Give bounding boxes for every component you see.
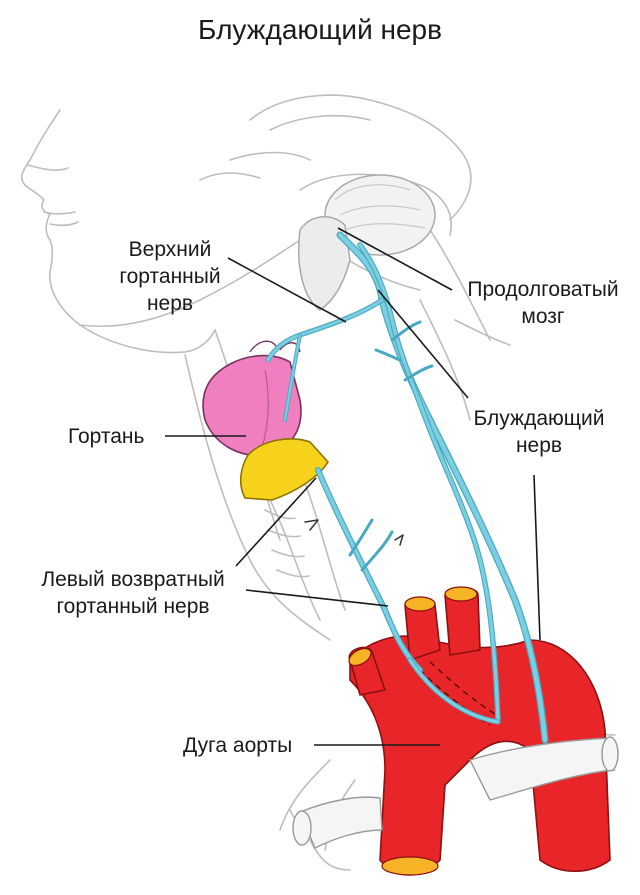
thyroid-cartilage — [239, 438, 329, 501]
label-line: Левый возвратный — [41, 568, 225, 591]
leader-recurrent-lower — [245, 589, 389, 607]
label-line: нерв — [515, 434, 563, 457]
label-medulla-oblongata: Продолговатый мозг — [450, 276, 636, 330]
nerves — [265, 231, 549, 744]
label-line: Блуждающий — [473, 407, 605, 430]
vessel-opening — [444, 586, 478, 602]
vessel-opening — [348, 647, 372, 667]
label-aortic-arch: Дуга аорты — [183, 734, 293, 757]
medulla-oblongata-shape — [297, 174, 436, 311]
leader-lines — [165, 227, 541, 746]
label-vagus-nerve: Блуждающий нерв — [456, 405, 622, 459]
label-line: Верхний — [128, 238, 212, 261]
label-larynx: Гортань — [68, 425, 145, 448]
label-recurrent-laryngeal-nerve: Левый возвратный гортанный нерв — [18, 566, 248, 620]
label-line: гортанный нерв — [56, 595, 210, 618]
label-line: Продолговатый — [467, 278, 619, 301]
aorta — [292, 586, 619, 876]
label-line: мозг — [521, 305, 565, 328]
vessel-opening — [381, 856, 439, 876]
leader-recurrent-upper — [235, 477, 317, 567]
leader-medulla — [337, 227, 453, 291]
leader-vagus-lower — [533, 474, 541, 641]
label-superior-laryngeal-nerve: Верхний гортанный нерв — [100, 236, 240, 317]
label-line: гортанный — [119, 265, 221, 288]
diagram-title: Блуждающий нерв — [198, 14, 442, 45]
label-line: нерв — [146, 292, 194, 315]
leader-vagus-upper — [377, 289, 469, 399]
leader-superior-laryngeal — [227, 257, 347, 323]
vessel-opening — [404, 596, 436, 612]
